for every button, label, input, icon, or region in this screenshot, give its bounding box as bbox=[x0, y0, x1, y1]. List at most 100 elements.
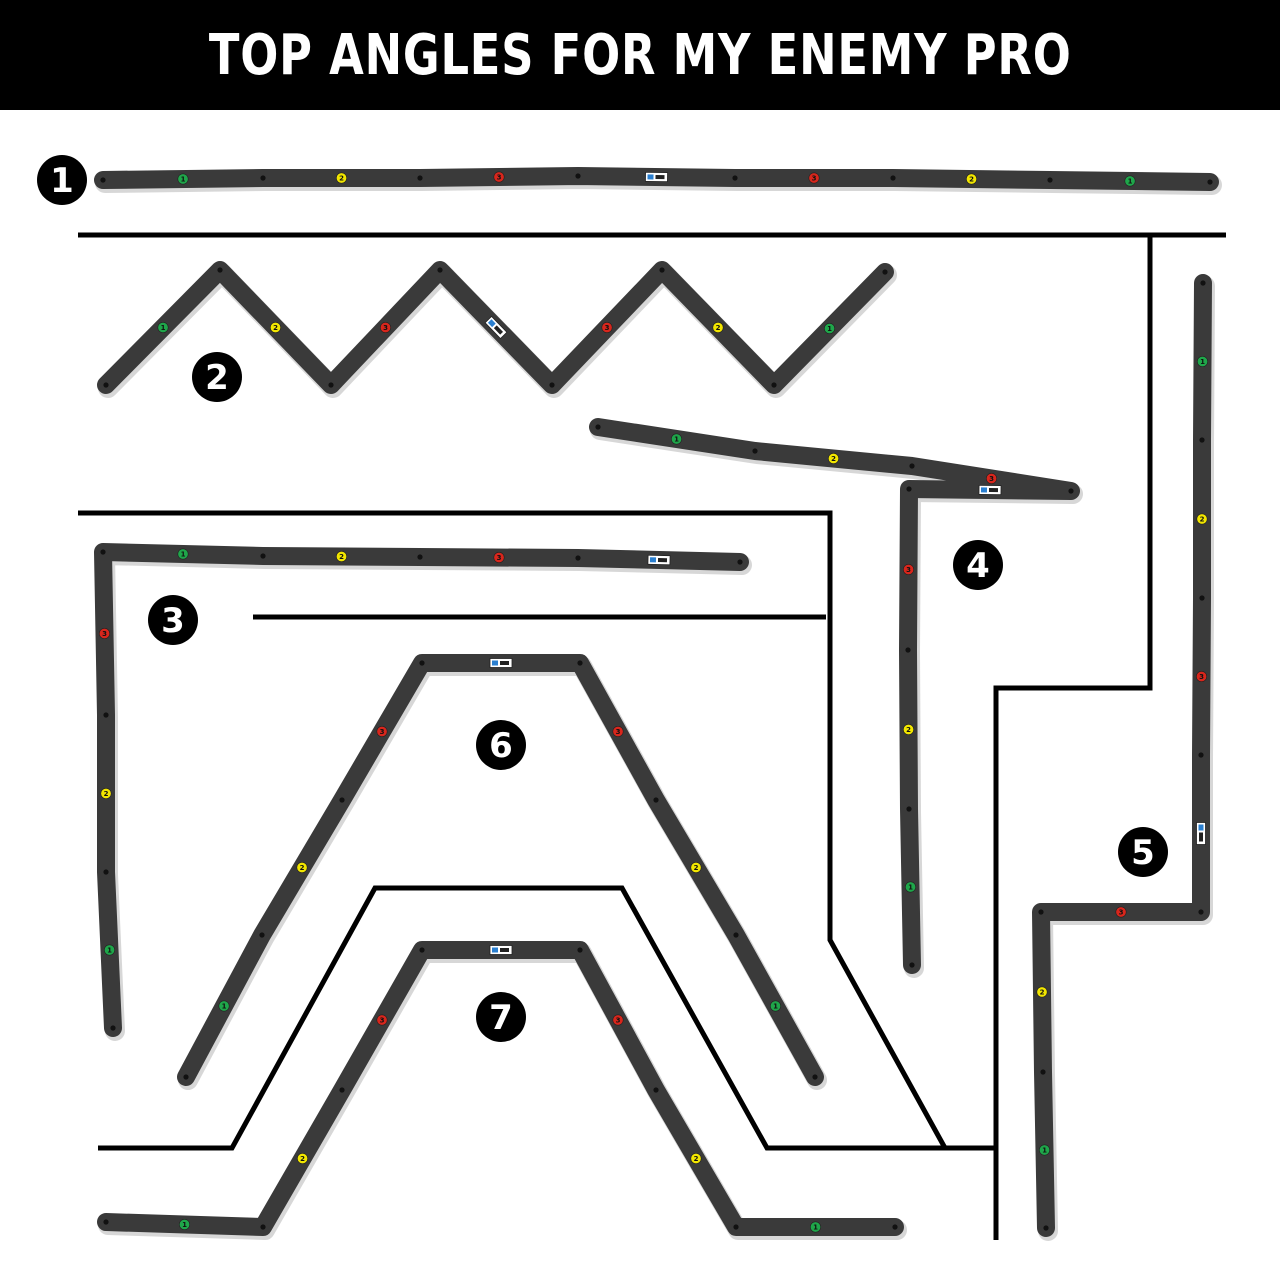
marker-number: 1 bbox=[813, 1224, 818, 1232]
marker-red bbox=[99, 627, 111, 639]
badge-number: 5 bbox=[1131, 833, 1155, 873]
logo-tag bbox=[484, 315, 508, 340]
hinge-dot bbox=[419, 947, 425, 953]
logo-tag bbox=[489, 945, 513, 955]
hinge-dot bbox=[437, 267, 443, 273]
marker-number: 3 bbox=[102, 630, 107, 638]
logo-tag-text bbox=[500, 948, 509, 952]
hinge-dot bbox=[906, 486, 912, 492]
hinge-dot bbox=[1068, 488, 1074, 494]
marker-number: 1 bbox=[773, 1003, 778, 1011]
hinge-dot bbox=[905, 647, 911, 653]
hinge-dot bbox=[339, 1087, 345, 1093]
logo-tag-mark bbox=[980, 487, 988, 493]
hinge-dot bbox=[1198, 909, 1204, 915]
marker-green bbox=[157, 321, 169, 333]
badge-number: 4 bbox=[966, 546, 990, 586]
marker-number: 3 bbox=[1199, 673, 1204, 681]
hinge-dot bbox=[328, 382, 334, 388]
badge-circle bbox=[476, 720, 526, 770]
marker-number: 3 bbox=[605, 324, 610, 332]
marker-yellow bbox=[902, 723, 914, 735]
hinge-dot bbox=[595, 424, 601, 430]
hinge-dot bbox=[217, 267, 223, 273]
hinge-dot bbox=[653, 797, 659, 803]
marker-number: 2 bbox=[694, 864, 699, 872]
marker-yellow bbox=[712, 321, 724, 333]
marker-number: 1 bbox=[1200, 358, 1205, 366]
marker-number: 3 bbox=[380, 1017, 385, 1025]
marker-red bbox=[612, 725, 624, 737]
hinge-dot bbox=[103, 712, 109, 718]
hinge-dot bbox=[653, 1087, 659, 1093]
marker-number: 1 bbox=[674, 436, 679, 444]
logo-tag-text bbox=[500, 661, 509, 665]
badge-number: 3 bbox=[161, 601, 185, 641]
marker-number: 3 bbox=[383, 324, 388, 332]
marker-number: 2 bbox=[339, 553, 344, 561]
hinge-dot bbox=[100, 177, 106, 183]
logo-tag bbox=[1196, 822, 1206, 845]
hinge-dot bbox=[733, 932, 739, 938]
hinge-dot bbox=[575, 555, 581, 561]
hinge-dot bbox=[909, 962, 915, 968]
hinge-dot bbox=[659, 267, 665, 273]
marker-yellow bbox=[965, 173, 977, 185]
marker-number: 3 bbox=[906, 566, 911, 574]
hinge-dot bbox=[1040, 1069, 1046, 1075]
badge-circle bbox=[37, 155, 87, 205]
badge-circle bbox=[1118, 827, 1168, 877]
marker-number: 2 bbox=[1040, 989, 1045, 997]
marker-red bbox=[808, 172, 820, 184]
wall-line-3 bbox=[78, 510, 948, 1150]
marker-number: 1 bbox=[107, 947, 112, 955]
hinge-dot bbox=[260, 553, 266, 559]
configuration-3: 3 2 1 3 2 1 bbox=[94, 543, 752, 1041]
badge-circle bbox=[192, 352, 242, 402]
logo-tag bbox=[978, 484, 1002, 496]
hinge-dot bbox=[577, 660, 583, 666]
marker-number: 2 bbox=[716, 324, 721, 332]
hinge-dot bbox=[417, 554, 423, 560]
marker-yellow bbox=[335, 550, 347, 562]
marker-number: 3 bbox=[497, 554, 502, 562]
logo-tag bbox=[489, 658, 513, 668]
marker-number: 1 bbox=[222, 1003, 227, 1011]
marker-number: 2 bbox=[694, 1155, 699, 1163]
hinge-dot bbox=[1200, 280, 1206, 286]
marker-number: 1 bbox=[1042, 1147, 1047, 1155]
badge-number: 6 bbox=[489, 726, 513, 766]
logo-tag-mark bbox=[492, 660, 498, 666]
configuration-badge-6: 6 bbox=[476, 720, 526, 770]
marker-yellow bbox=[296, 861, 308, 873]
marker-green bbox=[670, 433, 682, 445]
hinge-dot bbox=[1207, 179, 1213, 185]
page-title: TOP ANGLES FOR MY ENEMY PRO bbox=[208, 22, 1072, 88]
marker-number: 1 bbox=[182, 1221, 187, 1229]
marker-red bbox=[376, 1014, 388, 1026]
hinge-dot bbox=[1047, 177, 1053, 183]
marker-red bbox=[612, 1014, 624, 1026]
marker-green bbox=[823, 322, 835, 334]
configuration-badge-2: 2 bbox=[192, 352, 242, 402]
hinge-dot bbox=[103, 382, 109, 388]
marker-number: 3 bbox=[616, 1017, 621, 1025]
marker-red bbox=[493, 551, 505, 563]
logo-tag-mark bbox=[647, 174, 654, 180]
marker-yellow bbox=[1196, 513, 1208, 525]
hinge-dot bbox=[1038, 909, 1044, 915]
marker-yellow bbox=[100, 787, 112, 799]
hinge-dot bbox=[1199, 437, 1205, 443]
marker-number: 1 bbox=[827, 325, 832, 333]
hinge-dot bbox=[909, 463, 915, 469]
marker-red bbox=[985, 472, 997, 484]
marker-green bbox=[177, 548, 189, 560]
marker-number: 3 bbox=[497, 174, 502, 182]
walls bbox=[78, 232, 1226, 1240]
hinge-dot bbox=[892, 1224, 898, 1230]
marker-green bbox=[177, 173, 189, 185]
marker-green bbox=[1124, 175, 1136, 187]
marker-yellow bbox=[296, 1153, 308, 1165]
hinge-dot bbox=[103, 1219, 109, 1225]
